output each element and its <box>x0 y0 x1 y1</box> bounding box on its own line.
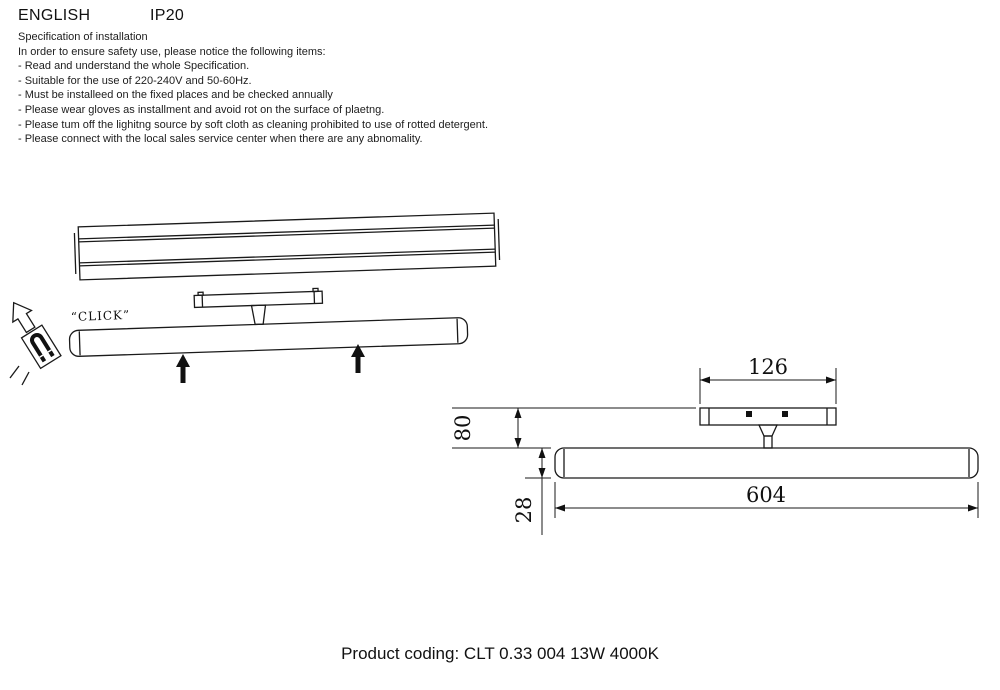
up-arrow-icon <box>176 354 190 383</box>
fixture-tube-side <box>554 447 979 479</box>
bracket-top <box>699 407 837 426</box>
product-coding: Product coding: CLT 0.33 004 13W 4000K <box>341 644 659 663</box>
spec-item: - Please connect with the local sales se… <box>18 133 423 146</box>
track-rail <box>73 212 501 281</box>
spec-intro: In order to ensure safety use, please no… <box>18 45 326 58</box>
fixture-tube <box>68 317 469 357</box>
spec-item: - Please tum off the lighitng source by … <box>18 118 489 131</box>
fixture-connector <box>250 304 267 326</box>
connector-stem <box>757 424 779 437</box>
dimension-diagram: 126 80 604 28 <box>451 355 979 535</box>
up-arrow-icon <box>351 344 365 373</box>
dim-fixture-length: 604 <box>746 483 786 507</box>
installation-diagram: “CLICK” <box>9 212 501 386</box>
spec-title: Specification of installation <box>18 31 148 43</box>
spec-item: - Read and understand the whole Specific… <box>18 60 250 73</box>
dim-fixture-height: 28 <box>512 497 536 524</box>
language-label: ENGLISH <box>18 7 91 24</box>
motion-lines <box>9 365 30 386</box>
dimension-arrowheads <box>514 376 978 512</box>
light-fixture <box>68 287 469 357</box>
click-label: “CLICK” <box>71 308 131 324</box>
dim-bracket-width: 126 <box>748 355 788 379</box>
dim-mount-height: 80 <box>451 415 475 442</box>
magnet-icon <box>12 301 62 370</box>
spec-item: - Must be installeed on the fixed places… <box>18 89 333 102</box>
spec-item: - Please wear gloves as installment and … <box>18 103 385 116</box>
ip-rating-label: IP20 <box>150 7 185 24</box>
spec-item: - Suitable for the use of 220-240V and 5… <box>18 74 252 87</box>
dimension-lines <box>452 368 979 535</box>
installation-spec-text: Specification of installation In order t… <box>18 30 488 147</box>
